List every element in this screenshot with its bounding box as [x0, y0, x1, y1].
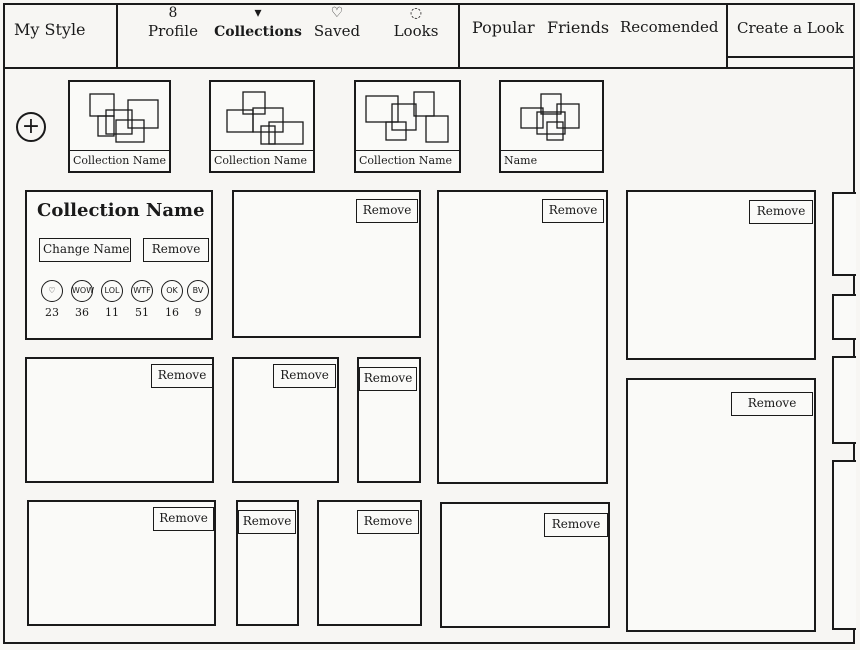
hanger-icon: ▾	[254, 5, 262, 21]
reaction-bv[interactable]: BV	[187, 280, 209, 302]
remove-item-button[interactable]: Remove	[238, 510, 296, 534]
collection-name: Collection Name	[356, 150, 459, 171]
collection-thumb[interactable]: Collection Name	[68, 80, 171, 173]
reaction-count: 36	[75, 306, 89, 319]
remove-collection-button[interactable]: Remove	[143, 238, 209, 262]
heart-icon: ♡	[330, 5, 344, 21]
nav-saved[interactable]: ♡ Saved	[308, 6, 366, 40]
item-card[interactable]	[626, 378, 816, 632]
reaction-ok[interactable]: OK	[161, 280, 183, 302]
item-card-partial[interactable]	[832, 192, 856, 276]
remove-item-button[interactable]: Remove	[357, 510, 419, 534]
reaction-count: 23	[45, 306, 59, 319]
item-card[interactable]	[437, 190, 608, 484]
looks-icon: ◌	[409, 5, 423, 21]
reaction-love[interactable]: ♡	[41, 280, 63, 302]
collection-detail-card: Collection Name Change Name Remove ♡ WOW…	[25, 190, 213, 340]
remove-item-button[interactable]: Remove	[749, 200, 813, 224]
nav-looks-label: Looks	[393, 22, 439, 40]
header-divider	[3, 67, 855, 69]
collection-name: Collection Name	[70, 150, 169, 171]
remove-item-button[interactable]: Remove	[542, 199, 604, 223]
remove-item-button[interactable]: Remove	[544, 513, 608, 537]
remove-item-button[interactable]: Remove	[151, 364, 213, 388]
remove-item-button[interactable]: Remove	[356, 199, 418, 223]
create-look-button[interactable]: Create a Look	[737, 19, 844, 37]
nav-saved-label: Saved	[313, 22, 361, 40]
nav-collections[interactable]: ▾ Collections	[212, 6, 304, 40]
header-sep	[458, 3, 460, 67]
collection-preview	[226, 91, 304, 145]
item-card-partial[interactable]	[832, 460, 856, 630]
reaction-count: 11	[105, 306, 119, 319]
reaction-wow[interactable]: WOW	[71, 280, 94, 302]
collection-preview	[365, 91, 449, 143]
app-title[interactable]: My Style	[14, 20, 86, 39]
reaction-count: 16	[165, 306, 179, 319]
reaction-count: 9	[194, 306, 202, 319]
reaction-wtf[interactable]: WTF	[131, 280, 153, 302]
collection-preview	[520, 93, 580, 141]
person-icon: 8	[168, 5, 178, 21]
nav-profile[interactable]: 8 Profile	[143, 6, 203, 40]
item-card-partial[interactable]	[832, 294, 856, 340]
remove-item-button[interactable]: Remove	[731, 392, 813, 416]
nav-looks[interactable]: ◌ Looks	[390, 6, 442, 40]
collection-thumb[interactable]: Collection Name	[354, 80, 461, 173]
nav-friends[interactable]: Friends	[547, 18, 610, 37]
nav-profile-label: Profile	[148, 22, 198, 40]
reaction-count: 51	[135, 306, 149, 319]
header-sep	[726, 3, 728, 67]
collection-preview	[89, 93, 159, 143]
remove-item-button[interactable]: Remove	[359, 367, 417, 391]
collection-name: Collection Name	[211, 150, 313, 171]
collection-detail-title: Collection Name	[37, 200, 205, 221]
change-name-button[interactable]: Change Name	[39, 238, 131, 262]
nav-collections-label: Collections	[214, 24, 302, 40]
plus-circle-icon[interactable]: +	[16, 112, 46, 142]
create-look-underline	[728, 56, 853, 58]
remove-item-button[interactable]: Remove	[153, 507, 214, 531]
remove-item-button[interactable]: Remove	[273, 364, 336, 388]
reaction-lol[interactable]: LOL	[101, 280, 123, 302]
collection-thumb[interactable]: Name	[499, 80, 604, 173]
header-sep	[116, 3, 118, 67]
nav-popular[interactable]: Popular	[472, 18, 535, 37]
nav-recommended[interactable]: Recomended	[620, 18, 719, 36]
collection-thumb[interactable]: Collection Name	[209, 80, 315, 173]
collection-name: Name	[501, 150, 602, 171]
item-card-partial[interactable]	[832, 356, 856, 444]
